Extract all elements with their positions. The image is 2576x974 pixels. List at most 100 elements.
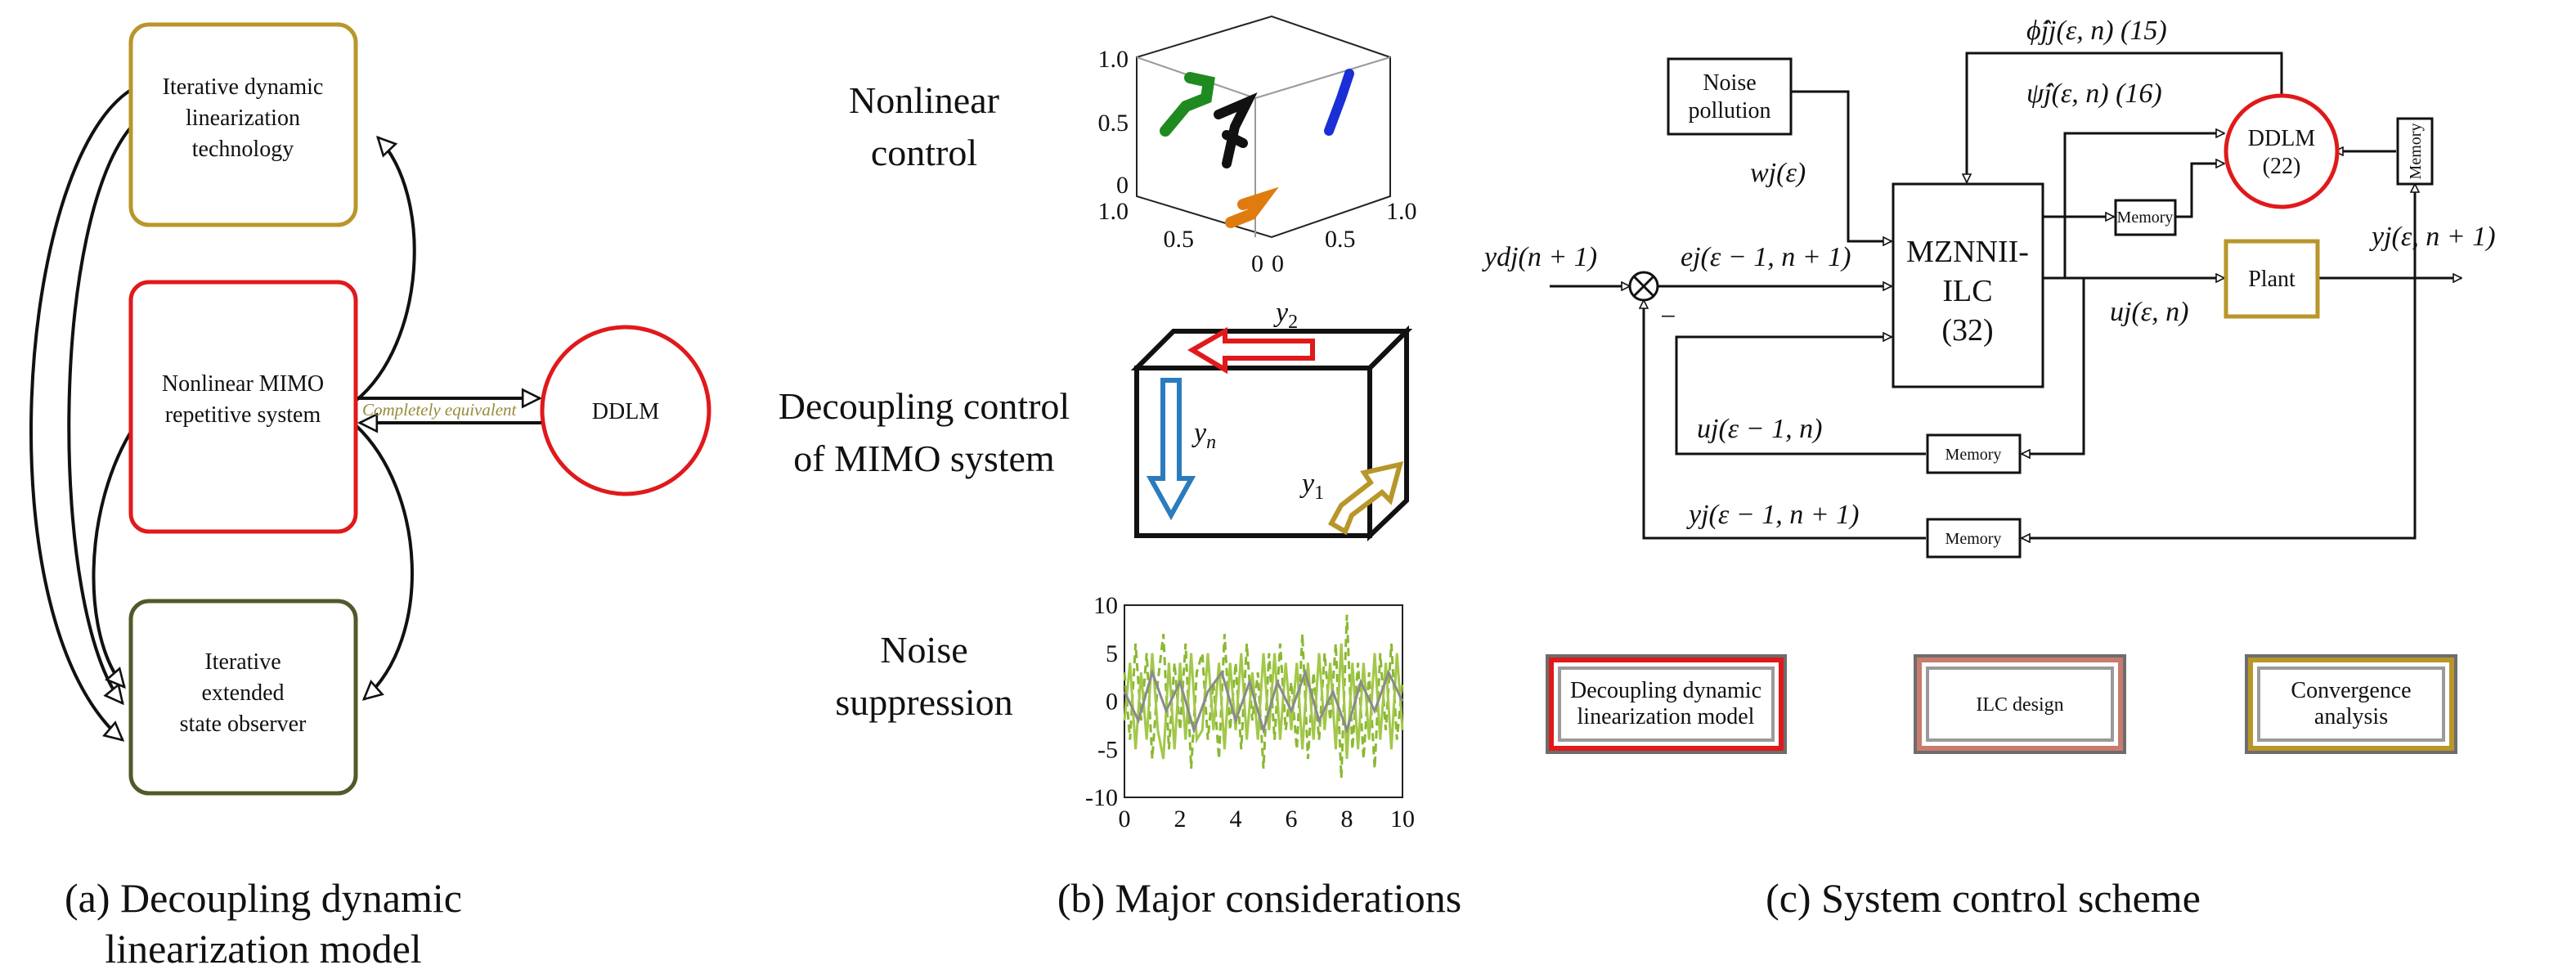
b-label-1-line-1: Nonlinear — [849, 79, 999, 121]
wire-yj-prev-in — [2022, 278, 2417, 538]
noise-y-tick-4: -5 — [1097, 736, 1118, 763]
noise-x-tick-6: 10 — [1390, 806, 1415, 833]
plant-label: Plant — [2248, 267, 2296, 292]
mzn-box — [1892, 182, 2044, 388]
cluster-orange — [1225, 186, 1279, 228]
noise-x-tick-1: 0 — [1119, 806, 1131, 833]
node-top-line-2: linearization — [186, 105, 300, 131]
node-iterative-eso — [128, 599, 358, 796]
noise-x-tick-2: 2 — [1174, 806, 1187, 833]
mzn-line-1: MZNNII- — [1906, 235, 2029, 269]
z-tick-1: 1.0 — [1098, 46, 1129, 73]
cube-back — [1136, 15, 1391, 239]
memory-yj — [1926, 518, 2022, 559]
noise-line-1: Noise — [1703, 70, 1756, 96]
b-label-3-line-2: suppression — [835, 681, 1012, 723]
b-label-3-line-1: Noise — [880, 629, 967, 671]
plant-box — [2224, 239, 2320, 319]
scatter3d: 1.0 0.5 0 1.0 0.5 0 0 0.5 1.0 — [1098, 15, 1417, 277]
curve-top-to-bot-left-inner — [67, 121, 137, 703]
svg-text:DDLM(22): DDLM (22) — [2248, 126, 2316, 179]
memory-mid — [2114, 199, 2177, 236]
label-ydj: ydj(n + 1) — [1482, 242, 1597, 272]
legend-1-line-1: Decoupling dynamic — [1570, 678, 1761, 703]
z-tick-3: 0 — [1116, 172, 1129, 199]
curve-mid-to-bot-left — [92, 424, 137, 687]
label-uj: uj(ε, n) — [2110, 297, 2189, 327]
label-ej: ej(ε − 1, n + 1) — [1681, 242, 1851, 272]
noise-x-tick-3: 4 — [1230, 806, 1242, 833]
mzn-line-3: (32) — [1941, 313, 1993, 348]
caption-a-line-1: (a) Decoupling dynamic — [65, 875, 462, 921]
equivalence-arrows — [357, 398, 541, 423]
label-phi: ϕ̂jj(ε, n) (15) — [2026, 16, 2167, 46]
node-bot-line-3: state observer — [180, 711, 307, 737]
label-y1: y — [1299, 469, 1315, 499]
memory-mid-label: Memory — [2117, 209, 2174, 227]
b-label-2-line-1: Decoupling control — [779, 385, 1070, 427]
arrow-y2 — [1187, 326, 1315, 375]
label-w: wj(ε) — [1750, 158, 1806, 188]
wire-uj-to-ddlm — [2063, 133, 2224, 278]
arrow-yn — [1146, 378, 1196, 521]
noise-y-tick-1: 10 — [1093, 592, 1118, 619]
svg-text:MZNNII-ILC(32): MZNNII-ILC(32) — [1906, 235, 2029, 348]
node-iterative-dynamic-linearization — [128, 22, 358, 227]
memory-uj — [1926, 433, 2022, 474]
label-minus: − — [1658, 302, 1677, 332]
svg-text:y1: y1 — [1299, 469, 1324, 504]
y-tick-1: 0 — [1272, 250, 1284, 277]
noise-series-1 — [1123, 614, 1404, 779]
label-uj-prev: uj(ε − 1, n) — [1697, 414, 1822, 444]
memory-yj-label: Memory — [1945, 530, 2002, 548]
legend-1-line-2: linearization model — [1577, 704, 1755, 729]
noise-x-tick-4: 6 — [1286, 806, 1298, 833]
label-yj: yj(ε, n + 1) — [2369, 222, 2496, 252]
cluster-green — [1160, 72, 1215, 137]
node-mid-line-1: Nonlinear MIMO — [162, 371, 324, 397]
curve-top-to-bot-left — [29, 88, 132, 740]
cluster-black — [1214, 92, 1258, 168]
y-tick-2: 0.5 — [1325, 226, 1356, 253]
ddlm-c-line-1: DDLM — [2248, 126, 2316, 151]
noise-y-tick-2: 5 — [1106, 640, 1118, 667]
memory-right — [2396, 117, 2434, 186]
noise-series-3 — [1123, 668, 1404, 735]
node-nonlinear-mimo — [128, 280, 358, 534]
legend-2-line-1: ILC design — [1976, 694, 2063, 716]
noise-x-tick-5: 8 — [1341, 806, 1353, 833]
label-y2: y — [1273, 298, 1289, 328]
decoupling-box: y2 yn y1 — [1130, 298, 1413, 542]
legend-ilc: ILC design — [1914, 654, 2126, 754]
noise-y-tick-5: -10 — [1085, 784, 1118, 811]
wire-noise — [1791, 90, 1892, 241]
arrow-y1 — [1327, 460, 1404, 536]
memory-uj-label: Memory — [1945, 446, 2002, 464]
svg-text:y2: y2 — [1273, 298, 1298, 333]
ddlm-c-line-2: (22) — [2263, 154, 2301, 179]
wire-uj-prev-in — [2022, 278, 2085, 454]
label-psi: ψ̂j(ε, n) (16) — [2026, 79, 2162, 109]
label-yj-prev: yj(ε − 1, n + 1) — [1686, 500, 1859, 530]
wire-yj-prev-out — [1644, 300, 1926, 540]
node-top-line-3: technology — [192, 137, 294, 162]
node-bot-line-1: Iterative — [204, 649, 280, 675]
ddlm-c-circle — [2224, 93, 2340, 209]
svg-text:yn: yn — [1192, 418, 1216, 453]
cluster-blue — [1324, 69, 1354, 136]
label-y1-sub: 1 — [1314, 483, 1324, 504]
label-yn: y — [1192, 418, 1207, 448]
